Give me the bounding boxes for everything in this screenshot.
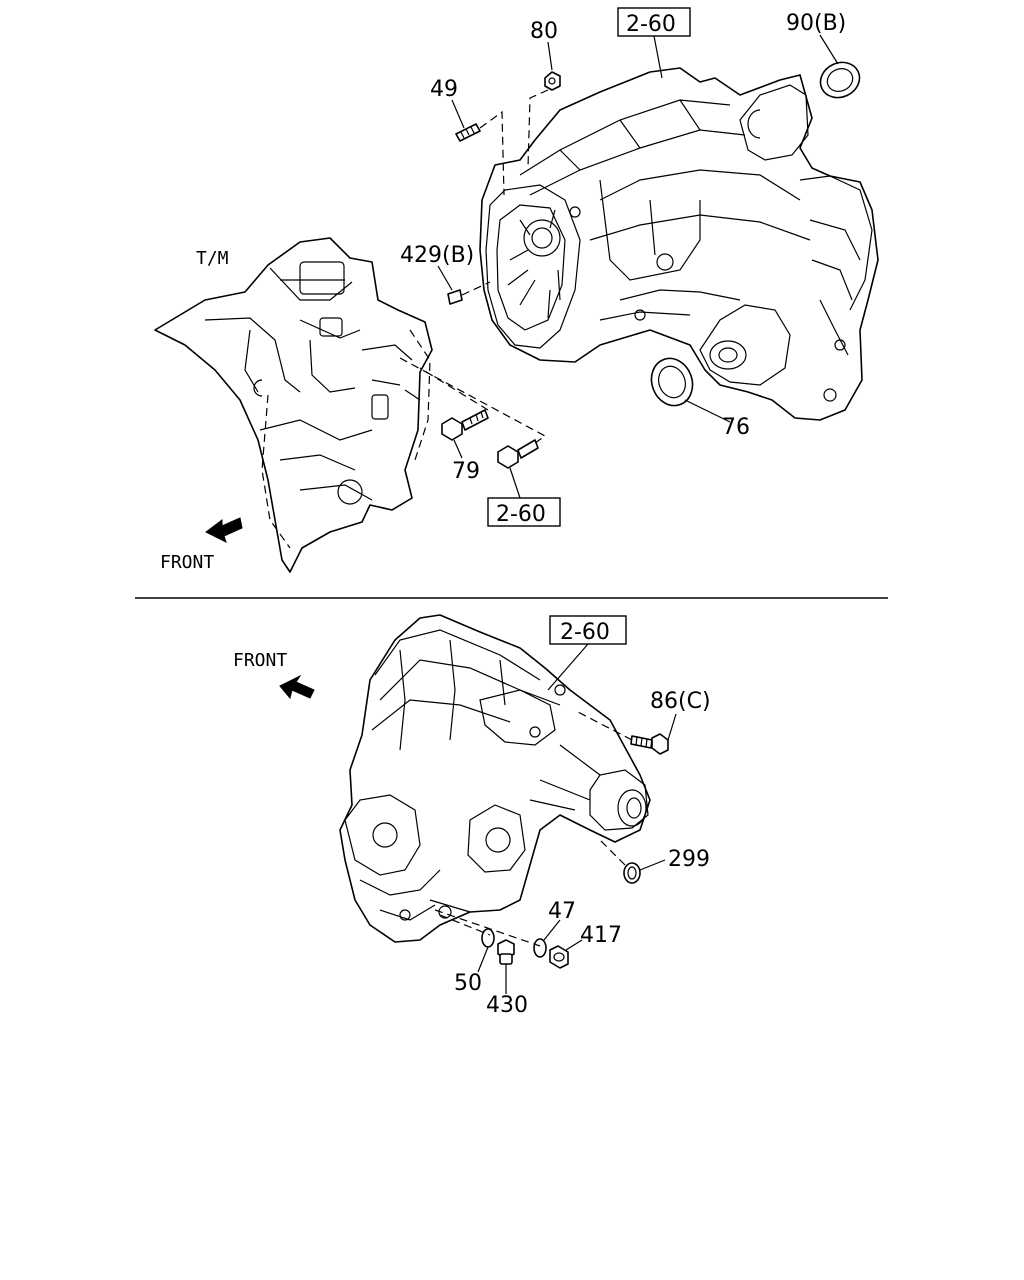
seal-90b [819, 61, 861, 99]
ring-299 [623, 862, 641, 884]
callout-ref-top: 2-60 [626, 12, 676, 37]
front-label-bottom: FRONT [233, 650, 287, 671]
callout-86c: 86(C) [650, 689, 711, 714]
stud-49 [455, 123, 481, 142]
bolt-lower [497, 439, 539, 469]
plug-417 [549, 945, 569, 969]
callout-79: 79 [452, 459, 480, 484]
callout-49: 49 [430, 77, 458, 102]
callout-417: 417 [580, 923, 622, 948]
callout-429b: 429(B) [400, 243, 474, 268]
transmission-label: T/M [196, 248, 229, 269]
callout-ref-bottom: 2-60 [496, 502, 546, 527]
bottom-view: FRONT 2-60 [233, 614, 711, 1018]
callout-76: 76 [722, 415, 750, 440]
transfer-case-housing-rear [339, 614, 651, 943]
callout-90b: 90(B) [786, 11, 846, 36]
bolt-86c [630, 733, 669, 755]
callout-299: 299 [668, 847, 710, 872]
gasket-50 [481, 928, 495, 948]
transmission-housing: T/M [154, 237, 433, 573]
gasket-47 [533, 938, 547, 958]
front-arrow-icon [205, 517, 243, 543]
ref-box-2-60-bottom [487, 497, 561, 527]
callout-50: 50 [454, 971, 482, 996]
front-label-top: FRONT [160, 552, 214, 573]
callout-80: 80 [530, 19, 558, 44]
top-view: T/M [154, 7, 879, 573]
callout-47: 47 [548, 899, 576, 924]
callout-ref: 2-60 [560, 620, 610, 645]
callout-430: 430 [486, 993, 528, 1018]
dowel-429b [447, 289, 463, 305]
seal-76 [650, 357, 694, 407]
front-arrow-icon [279, 674, 315, 700]
nut-80 [544, 71, 561, 91]
transfer-case-housing [479, 67, 879, 421]
plug-430 [497, 939, 515, 965]
bolt-79 [441, 409, 489, 441]
ref-box-2-60-top [617, 7, 691, 37]
ref-box-2-60 [549, 615, 627, 645]
